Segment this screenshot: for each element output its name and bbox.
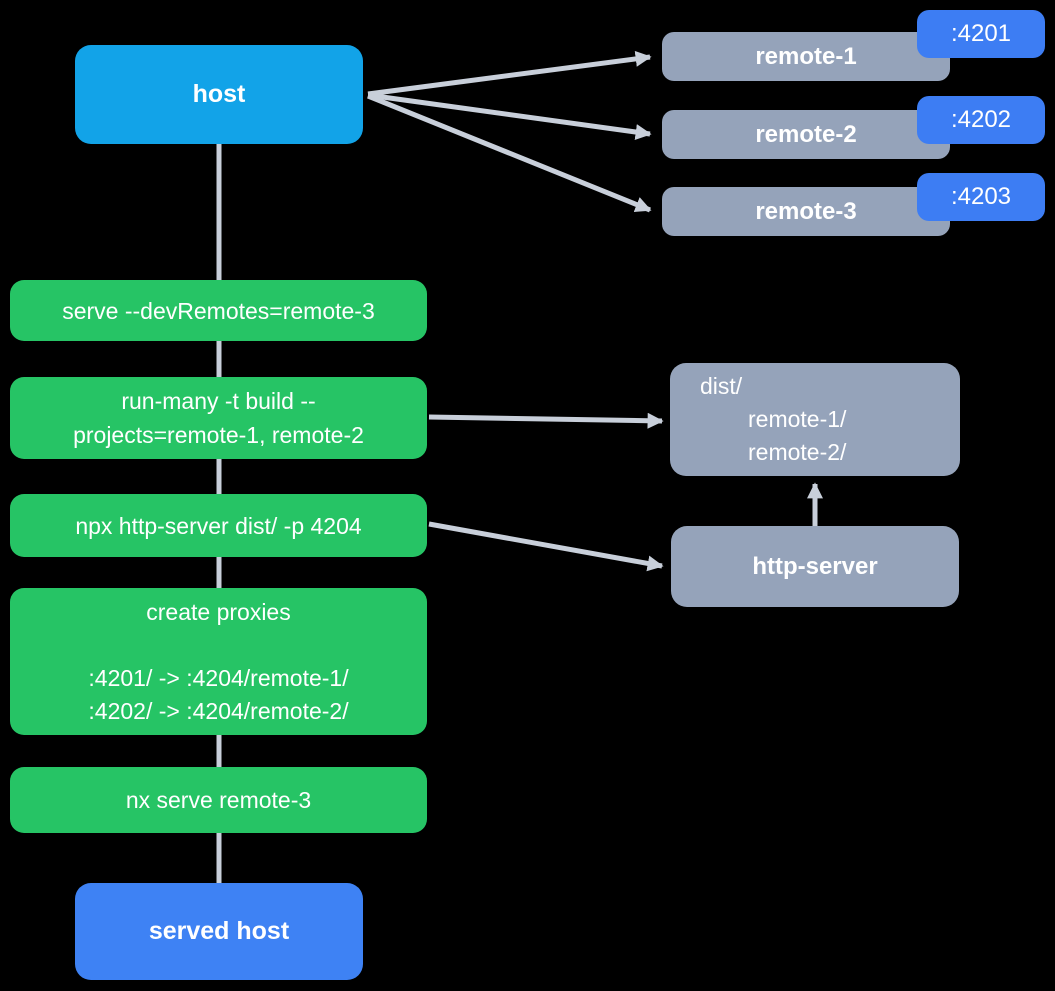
run-many-command-node: run-many -t build -- projects=remote-1, … xyxy=(10,377,427,459)
host-label: host xyxy=(192,80,246,108)
http-server-label: http-server xyxy=(752,552,878,580)
remote-1-node: remote-1 xyxy=(662,32,950,81)
arrow-host-to-remote-2 xyxy=(367,92,652,140)
remote-3-port-badge: :4203 xyxy=(917,173,1045,221)
proxy-mapping-1: :4201/ -> :4204/remote-1/ xyxy=(88,664,349,691)
serve-command-text: serve --devRemotes=remote-3 xyxy=(62,297,375,324)
create-proxies-node: create proxies :4201/ -> :4204/remote-1/… xyxy=(10,588,427,735)
proxy-mapping-2: :4202/ -> :4204/remote-2/ xyxy=(88,697,349,724)
remote-3-node: remote-3 xyxy=(662,187,950,236)
arrow-npx-to-httpserver xyxy=(428,521,664,572)
serve-command-node: serve --devRemotes=remote-3 xyxy=(10,280,427,341)
remote-2-port: :4202 xyxy=(950,106,1012,133)
remote-3-port: :4203 xyxy=(950,183,1012,210)
served-host-label: served host xyxy=(148,917,290,945)
arrow-runmany-to-dist xyxy=(428,412,664,429)
dist-remote-2-line: remote-2/ xyxy=(748,439,847,465)
nx-serve-command-node: nx serve remote-3 xyxy=(10,767,427,833)
host-node: host xyxy=(75,45,363,144)
dist-folder-node: dist/ remote-1/ remote-2/ xyxy=(670,363,960,476)
run-many-command-line1: run-many -t build -- xyxy=(121,388,316,414)
served-host-node: served host xyxy=(75,883,363,980)
http-server-node: http-server xyxy=(671,526,959,607)
arrow-host-to-remote-3 xyxy=(367,93,652,213)
remote-2-port-badge: :4202 xyxy=(917,96,1045,144)
dist-root-line: dist/ xyxy=(700,373,743,399)
dist-remote-1-line: remote-1/ xyxy=(748,406,847,432)
remote-2-label: remote-2 xyxy=(755,120,857,148)
npx-http-server-command-text: npx http-server dist/ -p 4204 xyxy=(75,512,362,539)
remote-1-label: remote-1 xyxy=(755,42,857,70)
arrow-host-to-remote-1 xyxy=(367,50,652,97)
remote-3-label: remote-3 xyxy=(755,197,857,225)
nx-serve-command-text: nx serve remote-3 xyxy=(125,787,312,813)
npx-http-server-command-node: npx http-server dist/ -p 4204 xyxy=(10,494,427,557)
remote-1-port-badge: :4201 xyxy=(917,10,1045,58)
remote-1-port: :4201 xyxy=(950,20,1012,47)
create-proxies-title: create proxies xyxy=(146,598,291,625)
remote-2-node: remote-2 xyxy=(662,110,950,159)
run-many-command-line2: projects=remote-1, remote-2 xyxy=(73,422,364,448)
